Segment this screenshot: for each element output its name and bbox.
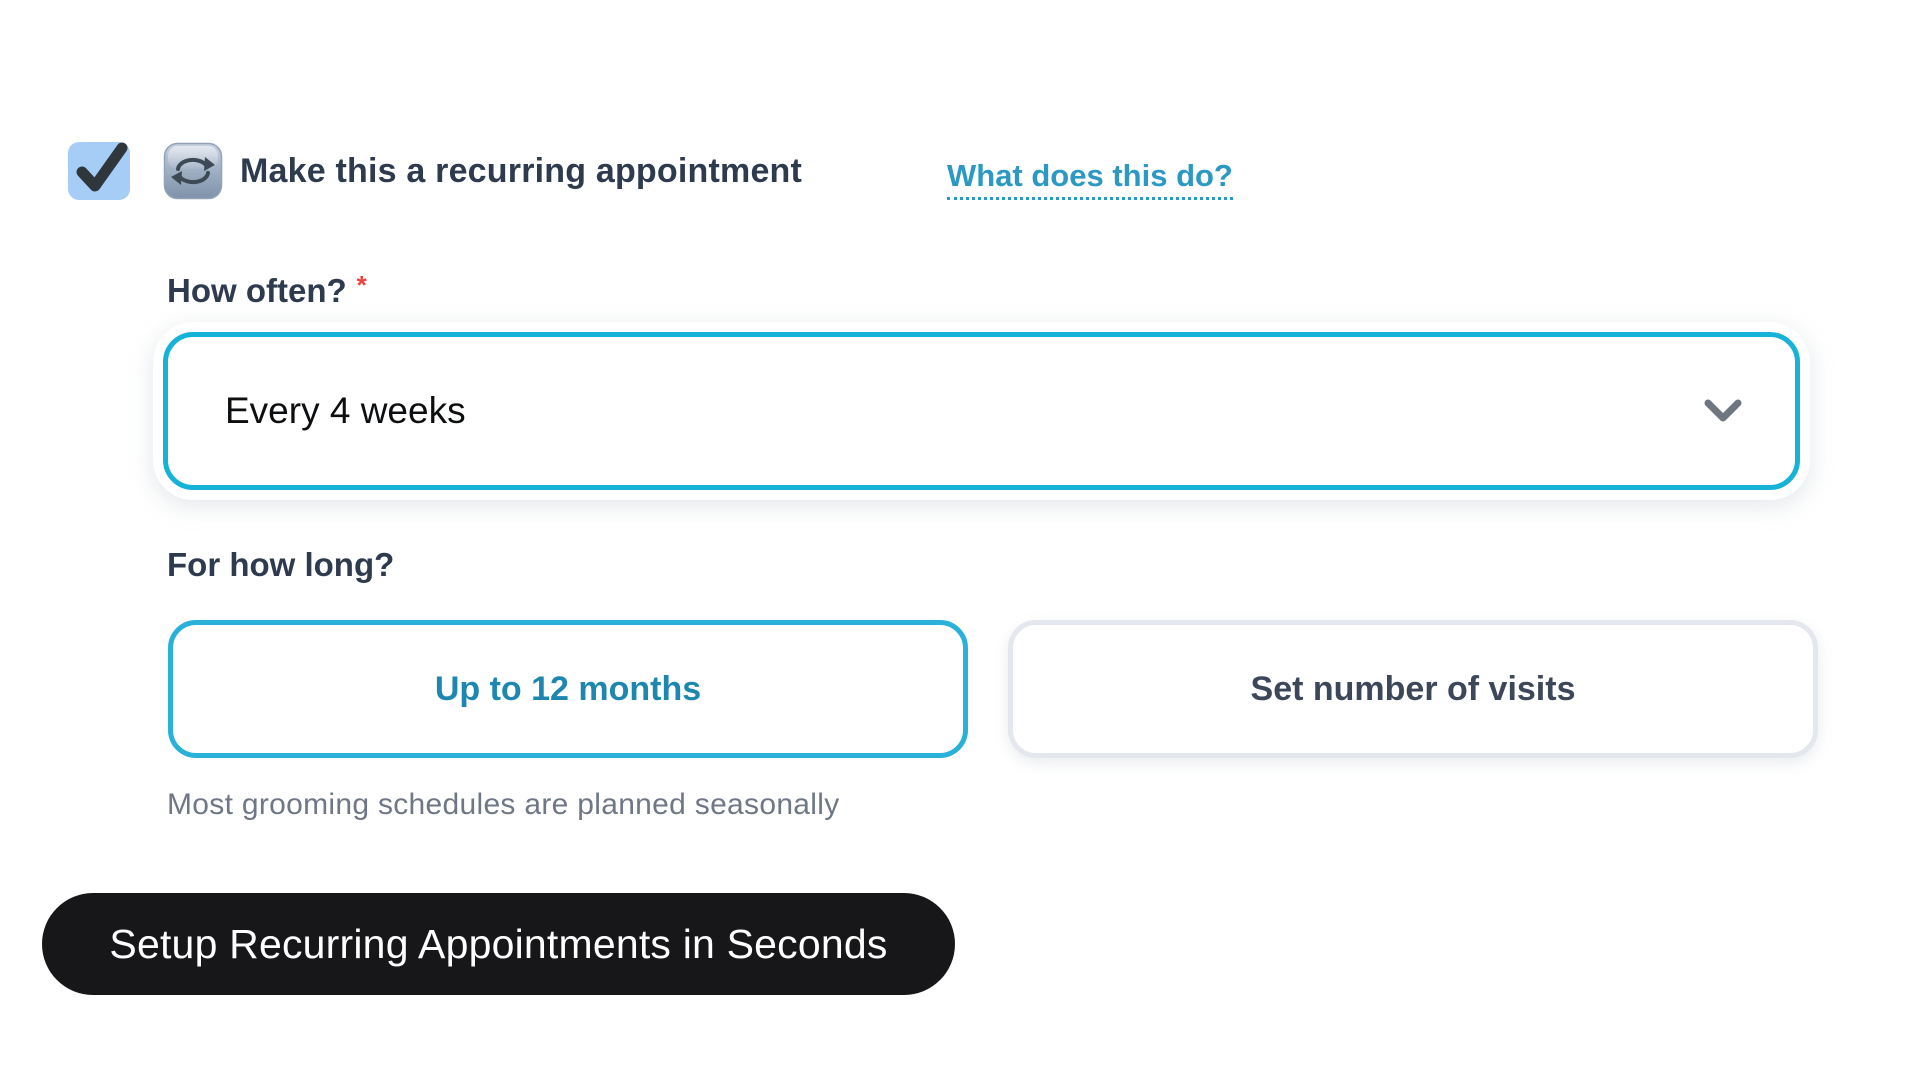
up-to-12-months-label: Up to 12 months [434, 669, 702, 708]
set-number-of-visits-label: Set number of visits [1250, 669, 1576, 708]
how-often-label-text: How often? [167, 272, 347, 309]
caption-badge: Setup Recurring Appointments in Seconds [42, 893, 955, 995]
checkmark-icon [76, 142, 128, 192]
how-often-label: How often? * [167, 270, 367, 310]
required-asterisk: * [356, 270, 367, 300]
what-does-this-do-link[interactable]: What does this do? [947, 158, 1233, 200]
set-number-of-visits-button[interactable]: Set number of visits [1008, 620, 1818, 758]
frequency-select-value: Every 4 weeks [225, 390, 466, 431]
up-to-12-months-button[interactable]: Up to 12 months [168, 620, 968, 758]
recurring-arrows-icon [163, 142, 223, 200]
caption-badge-text: Setup Recurring Appointments in Seconds [109, 920, 888, 967]
for-how-long-label: For how long? [167, 546, 395, 583]
recurring-title: Make this a recurring appointment [240, 152, 803, 190]
recurring-checkbox[interactable] [68, 142, 130, 200]
chevron-down-icon [1704, 399, 1742, 422]
frequency-select[interactable]: Every 4 weeks [163, 332, 1800, 490]
seasonal-helper-text: Most grooming schedules are planned seas… [167, 788, 840, 821]
